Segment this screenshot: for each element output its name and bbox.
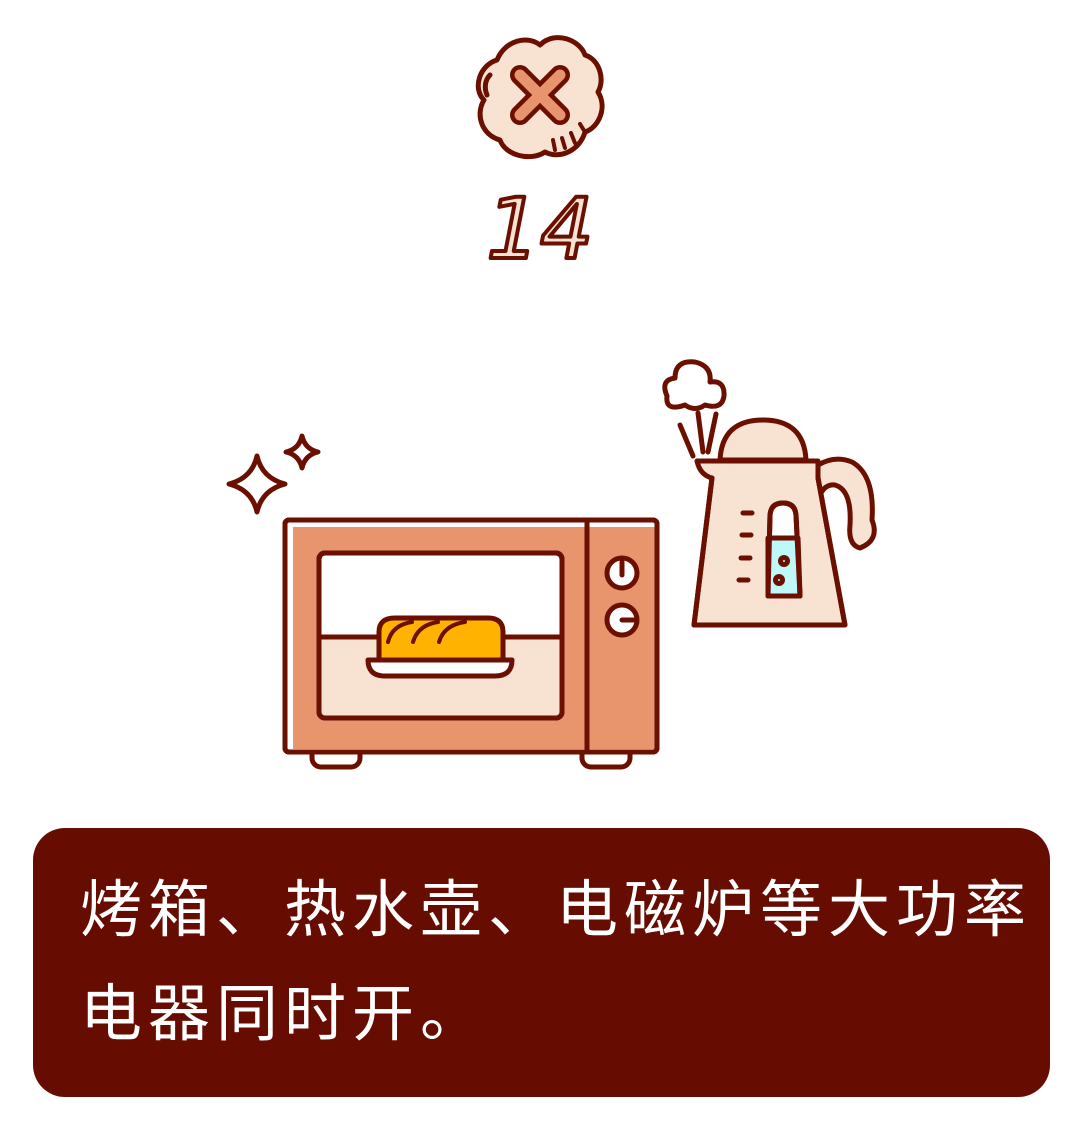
sparkle-icon: [226, 453, 288, 515]
caption-line-2: 电器同时开。: [80, 977, 489, 1050]
caption: 烤箱、热水壶、电磁炉等大功率 电器同时开。: [80, 858, 1033, 1066]
bread-icon: [365, 615, 515, 679]
oven-icon: [282, 517, 660, 770]
caption-panel: [33, 828, 1050, 1097]
kettle-icon: [662, 359, 877, 628]
sparkle-icon: [283, 433, 321, 471]
cross-mark-icon: [475, 35, 605, 160]
steam-icon: [662, 359, 727, 459]
caption-line-1: 烤箱、热水壶、电磁炉等大功率: [80, 873, 1033, 946]
badge-number: 14: [487, 180, 594, 278]
